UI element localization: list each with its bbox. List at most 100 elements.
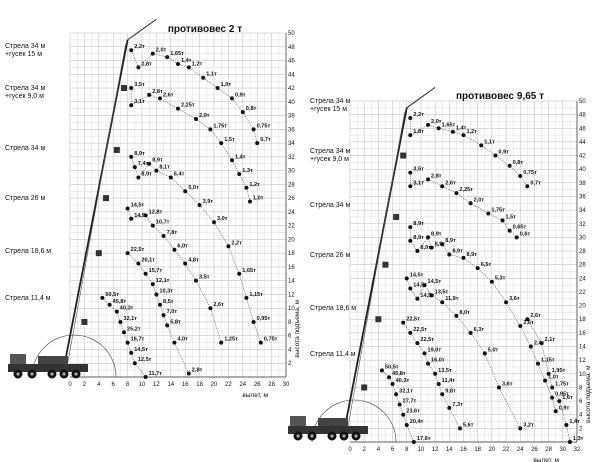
load-label: 0,8т <box>513 160 524 166</box>
data-point <box>514 235 519 240</box>
data-point <box>132 165 137 170</box>
load-label: 1,75т <box>491 208 505 214</box>
chart-title: противовес 9,65 т <box>456 91 544 102</box>
x-tick-label: 10 <box>139 382 146 388</box>
load-label: 13,5т <box>435 289 449 295</box>
data-point <box>518 174 523 179</box>
load-label: 2,6т <box>530 313 541 319</box>
data-point <box>136 261 141 266</box>
load-label: 3,6т <box>509 296 520 302</box>
load-label: 8,9т <box>413 221 424 227</box>
load-label: 1,75т <box>213 123 227 129</box>
data-point <box>129 103 134 108</box>
data-point <box>479 143 484 148</box>
data-point <box>518 426 523 431</box>
data-point <box>248 199 252 204</box>
data-point <box>125 251 130 256</box>
load-label: 0,6т <box>520 231 531 237</box>
load-label: 8,9т <box>420 245 431 251</box>
data-point <box>433 371 438 376</box>
boom-length-label: Стрела 34 м <box>310 148 350 155</box>
data-point <box>172 247 177 252</box>
x-tick-label: 24 <box>517 447 524 453</box>
y-tick-label: 16 <box>288 265 295 271</box>
load-label: 2,25т <box>181 103 195 109</box>
data-point <box>237 172 242 177</box>
data-point <box>550 385 555 390</box>
load-label: 40,3т <box>120 306 134 312</box>
boom-section-marker <box>121 85 127 92</box>
data-point <box>454 313 459 318</box>
data-point <box>557 399 562 404</box>
data-point <box>194 278 198 283</box>
data-point <box>251 319 256 324</box>
load-label: 0,9т <box>559 405 570 411</box>
load-label: 20,1т <box>141 257 155 263</box>
data-point <box>176 61 180 66</box>
load-label: 45,8т <box>113 299 127 305</box>
boom-length-label: +гусек 9,0 м <box>5 93 44 100</box>
load-label: 22,5т <box>413 327 427 333</box>
load-label: 23,6т <box>406 409 420 415</box>
load-label: 12,8т <box>149 209 163 215</box>
data-point <box>429 293 434 298</box>
x-axis-label: вылет, м <box>242 392 268 399</box>
series-3: 14,5т14,5т14,5т14,5т13,5т11,9т8,0т6,3т5,… <box>404 272 534 431</box>
series-line <box>402 322 461 429</box>
data-point <box>486 211 491 216</box>
data-point <box>550 395 555 400</box>
crane-superstructure <box>318 418 348 426</box>
data-point <box>230 158 234 163</box>
boom-section-marker <box>393 213 400 220</box>
data-point <box>528 344 533 349</box>
load-label: 7,0т <box>167 309 178 315</box>
load-label: 1,15т <box>249 292 263 298</box>
load-label: 1,5т <box>224 137 235 143</box>
boom-length-label: Стрела 34 м <box>5 85 45 92</box>
series-line <box>127 252 190 374</box>
data-point <box>165 55 170 60</box>
data-point <box>447 252 452 257</box>
x-tick-label: 32 <box>574 447 581 453</box>
crane-cab <box>290 416 306 426</box>
load-label: 1,0т <box>253 196 264 202</box>
y-tick-label: 18 <box>288 251 295 257</box>
load-label: 13,5т <box>438 368 452 374</box>
y-tick-label: 26 <box>579 263 586 269</box>
data-point <box>150 223 155 228</box>
data-point <box>535 361 540 366</box>
load-label: 8,9т <box>445 238 456 244</box>
data-point <box>125 340 130 345</box>
load-label: 1,1т <box>484 139 495 145</box>
load-label: 16,7т <box>131 337 145 343</box>
boom-section-marker <box>81 318 88 325</box>
data-point <box>415 249 420 254</box>
x-tick-label: 10 <box>418 447 425 453</box>
load-label: 5,0т <box>188 185 199 191</box>
data-point <box>408 330 413 335</box>
data-point <box>401 320 406 325</box>
series-4: 22,5т20,1т15,7т12,1т10,3т8,5т7,0т5,8т4,0… <box>125 247 203 376</box>
series-2: 8,9т8,9т8,9т8,9т8,9т8,9т8,9т8,9т6,5т5,3т… <box>408 221 570 414</box>
crane-wheel-hub <box>330 434 334 438</box>
x-tick-label: 2 <box>83 382 87 388</box>
y-tick-label: 34 <box>579 208 586 214</box>
y-tick-label: 26 <box>288 196 295 202</box>
x-tick-label: 30 <box>559 447 566 453</box>
y-tick-label: 16 <box>579 331 586 337</box>
data-point <box>390 382 395 387</box>
y-tick-label: 48 <box>288 45 295 51</box>
y-tick-label: 2 <box>579 426 583 432</box>
series-line <box>410 118 528 187</box>
y-tick-label: 14 <box>579 345 586 351</box>
data-point <box>564 422 569 427</box>
load-label: 9,8т <box>445 388 456 394</box>
y-tick-label: 22 <box>288 224 295 230</box>
load-label: 2,2т <box>413 112 424 118</box>
load-label: 5,6т <box>463 422 474 428</box>
x-tick-label: 18 <box>474 447 481 453</box>
crane-wheel-hub <box>74 372 78 376</box>
data-point <box>404 276 409 281</box>
series-4: 22,5т22,5т22,5т19,0т16,0т13,5т11,4т9,8т7… <box>401 317 474 431</box>
load-label: 32,1т <box>123 316 137 322</box>
